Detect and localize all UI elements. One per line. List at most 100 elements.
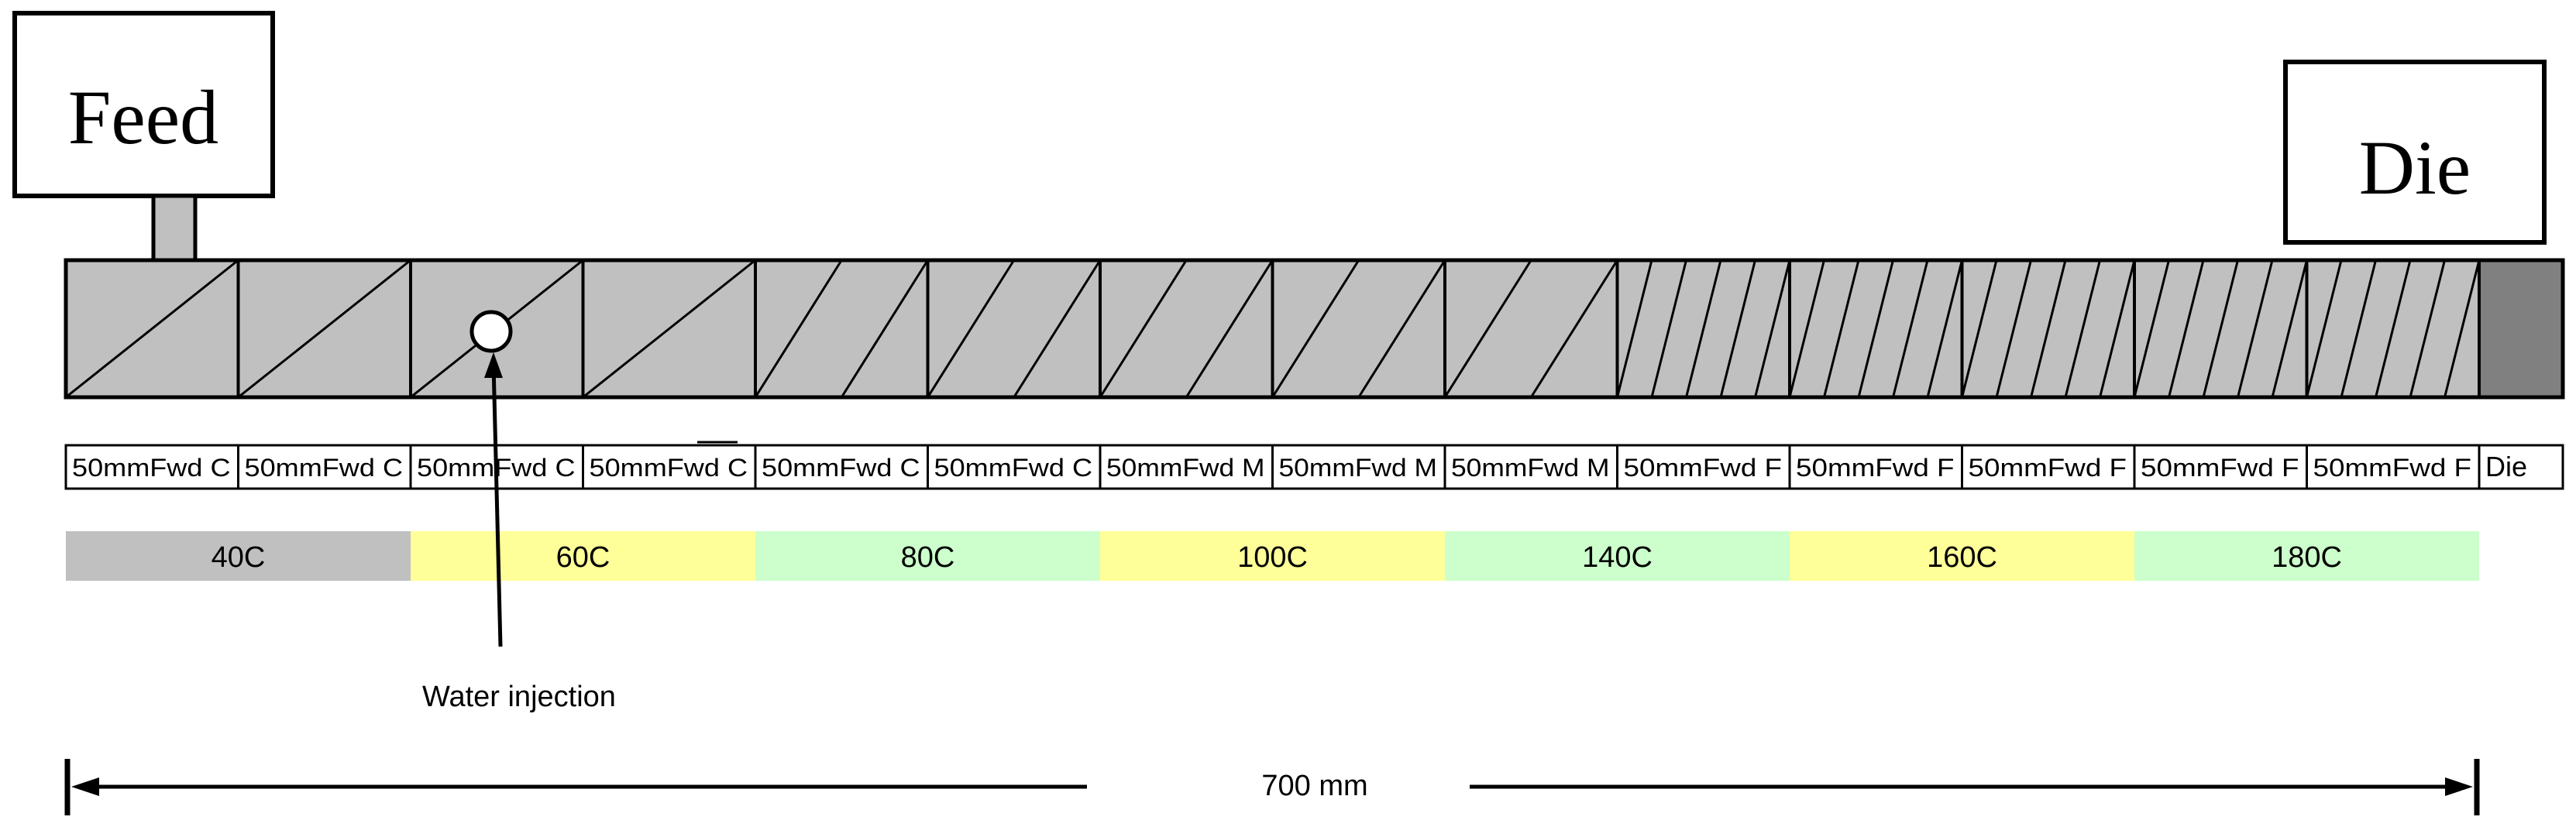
screw-flight-line	[1892, 259, 1929, 398]
screw-segment-body	[1271, 259, 1446, 399]
temperature-zone-label: 100C	[1237, 541, 1308, 574]
screw-segment	[1443, 259, 1619, 399]
segment-label: 50mmFwd F	[2313, 454, 2472, 482]
screw-segment	[2133, 259, 2309, 399]
screw-flight-line	[2168, 259, 2205, 398]
segment-labels-row: 50mmFwd C 50mmFwd C 50mmFwd C 50mmFwd C 50mm…	[64, 444, 2564, 490]
screw-flight-line	[2306, 259, 2343, 398]
segment-label-cell	[2133, 444, 2308, 490]
segment-label-cell	[237, 444, 412, 490]
screw-flight-line	[754, 259, 843, 398]
segment-label-cell	[2306, 444, 2481, 490]
segment-label: 50mmFwd M	[1279, 454, 1438, 482]
screw-flight-line	[65, 259, 239, 399]
segment-label: 50mmFwd C	[762, 454, 920, 482]
screw-flight-line	[1099, 259, 1188, 398]
water-injection-label: Water injection	[422, 681, 616, 713]
segment-label-cell	[1099, 444, 1274, 490]
screw-flight-line	[840, 259, 929, 398]
screw-segment-body	[1099, 259, 1274, 399]
screw-flight-line	[2271, 259, 2308, 398]
segment-label: 50mmFwd C	[245, 454, 404, 482]
temperature-zone	[1100, 531, 1445, 581]
segment-label-cell	[927, 444, 1102, 490]
segment-label: 50mmFwd M	[1451, 454, 1610, 482]
segment-label: 50mmFwd F	[1969, 454, 2127, 482]
screw-flight-line	[1961, 259, 1998, 398]
temperature-zone	[66, 531, 411, 581]
temperature-zone	[2134, 531, 2479, 581]
water-injection-arrowhead	[484, 352, 503, 378]
screw-segment	[1788, 259, 1964, 399]
screw-segment	[1099, 259, 1274, 399]
segment-label: 50mmFwd C	[934, 454, 1093, 482]
screw-flight-line	[2340, 259, 2377, 398]
screw-flight-line	[1185, 259, 1274, 398]
feed-label: Feed	[68, 74, 218, 160]
screw-flight-line	[2237, 259, 2274, 398]
screw-flight-line	[2409, 259, 2446, 398]
temperature-zone-label: 160C	[1927, 541, 1997, 574]
screw-segment	[236, 259, 412, 399]
screw-flight-line	[1650, 259, 1687, 398]
screw-flight-line	[1926, 259, 1963, 398]
screw-flight-line	[2202, 259, 2239, 398]
screw-flight-line	[2099, 259, 2136, 398]
screw-flight-line	[2444, 259, 2481, 398]
segment-label: 50mmFwd M	[1106, 454, 1265, 482]
dimension-arrowhead-left	[71, 777, 99, 796]
die-box-label: Die	[2359, 125, 2471, 211]
screw-segment	[926, 259, 1102, 399]
segment-label-cell	[1616, 444, 1791, 490]
screw-flight-line	[1788, 259, 1825, 398]
length-label: 700 mm	[1261, 770, 1367, 802]
barrel-outline	[64, 258, 2565, 400]
die-segment	[2478, 259, 2564, 399]
segment-label-cell	[1271, 444, 1446, 490]
screw-segment-body	[754, 259, 930, 399]
temperature-zone-label: 180C	[2272, 541, 2342, 574]
screw-segment-body	[1443, 259, 1619, 399]
temperature-zone-label: 40C	[212, 541, 266, 574]
screw-flight-line	[1357, 259, 1446, 398]
feed-throat	[151, 194, 198, 264]
segment-label-cell	[582, 444, 757, 490]
screw-flight-line	[1685, 259, 1722, 398]
screw-segment-body	[926, 259, 1102, 399]
temperature-zone	[755, 531, 1100, 581]
screw-flight-line	[1823, 259, 1860, 398]
segment-label: 50mmFwd F	[1796, 454, 1955, 482]
screw-flight-line	[2375, 259, 2412, 398]
screw-flight-line	[2030, 259, 2067, 398]
segment-label: 50mmFwd C	[72, 454, 231, 482]
temperature-zone	[411, 531, 755, 581]
screw-segment	[581, 259, 757, 399]
temperature-zone-label: 140C	[1582, 541, 1653, 574]
screw-flight-line	[1754, 259, 1791, 398]
screw-segment	[1615, 259, 1791, 399]
screw-flight-line	[1719, 259, 1756, 398]
water-injection-port	[469, 310, 513, 353]
screw-flight-line	[2064, 259, 2101, 398]
water-injection-arrow	[491, 363, 503, 647]
die-segment-label: Die	[2485, 451, 2527, 482]
screw-flight-line	[1616, 259, 1653, 398]
screw-flight-line	[927, 259, 1016, 398]
segment-label: 50mmFwd F	[2141, 454, 2299, 482]
screw-flight-line	[1529, 259, 1618, 398]
segment-label: 50mmFwd C	[590, 454, 748, 482]
screw-segment	[1271, 259, 1446, 399]
screw-segment	[64, 259, 240, 399]
die-box	[2283, 60, 2547, 245]
screw-flight-line	[1857, 259, 1894, 398]
barrel	[64, 259, 2564, 399]
screw-flight-line	[1995, 259, 2032, 398]
die-label-cell	[2478, 444, 2564, 490]
screw-segment	[754, 259, 930, 399]
temperature-zone-label: 60C	[556, 541, 610, 574]
feed-box	[12, 11, 275, 198]
temperature-zone	[1445, 531, 1790, 581]
screw-flight-line	[2133, 259, 2170, 398]
